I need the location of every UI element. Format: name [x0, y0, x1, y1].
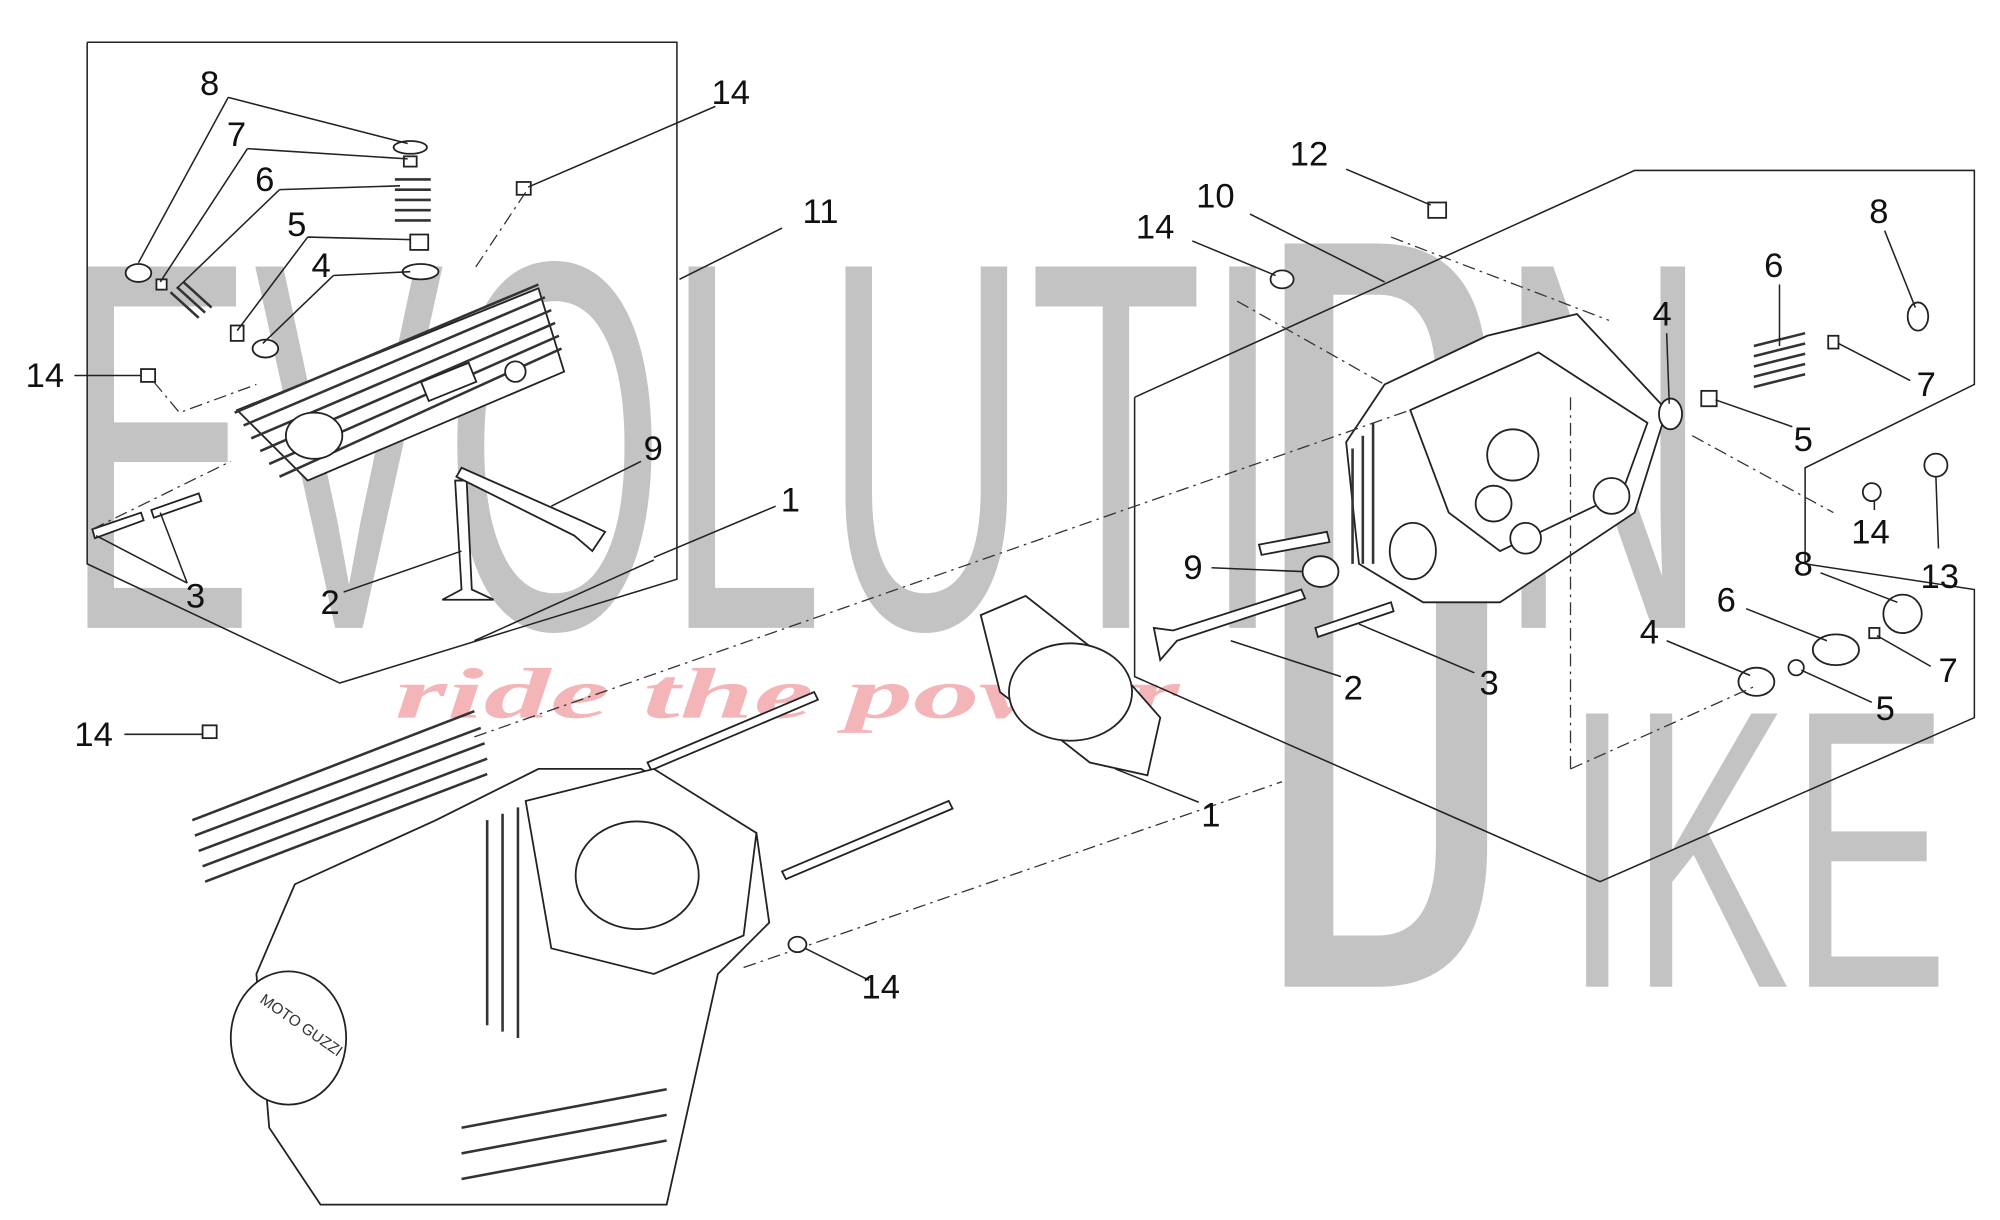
stud-bolts [646, 690, 954, 881]
right-group-frame [1133, 169, 1976, 883]
callout-4: 4 [312, 247, 331, 285]
callout-9: 9 [1183, 549, 1202, 587]
callout-14: 14 [712, 74, 750, 112]
left-group-frame [86, 41, 678, 684]
callout-3: 3 [186, 577, 205, 615]
callout-2: 2 [1344, 670, 1363, 708]
callout-12: 12 [1290, 135, 1328, 173]
callout-5: 5 [1876, 690, 1895, 728]
callout-8: 8 [200, 65, 219, 103]
callout-3: 3 [1479, 665, 1498, 703]
callout-6: 6 [1717, 581, 1736, 619]
callout-13: 13 [1921, 558, 1959, 596]
right-leader-dashes [474, 236, 1834, 969]
callout-7: 7 [1938, 652, 1957, 690]
callout-labels: 8 7 6 5 4 14 11 14 9 1 3 2 14 12 10 14 8… [26, 65, 1959, 1006]
callout-9: 9 [644, 430, 663, 468]
leader-lines [74, 96, 1940, 982]
callout-1: 1 [781, 481, 800, 519]
left-cylinder-head [234, 283, 566, 482]
callout-7: 7 [1917, 366, 1936, 404]
left-leader-dashes [92, 191, 527, 530]
callout-6: 6 [255, 161, 274, 199]
callout-2: 2 [321, 584, 340, 622]
callout-11: 11 [803, 193, 839, 231]
callout-14: 14 [74, 716, 112, 754]
callout-7: 7 [227, 116, 246, 154]
callout-5: 5 [1794, 421, 1813, 459]
callout-8: 8 [1794, 545, 1813, 583]
left-valve-parts [91, 140, 655, 642]
head-gasket [979, 594, 1162, 777]
callout-4: 4 [1640, 613, 1659, 651]
callout-5: 5 [287, 206, 306, 244]
callout-14: 14 [1136, 208, 1174, 246]
watermark-ike: IKE [1564, 628, 1949, 1072]
callout-1: 1 [1201, 797, 1220, 835]
right-valve-parts [1152, 201, 1949, 697]
callout-4: 4 [1653, 296, 1672, 334]
callout-14: 14 [26, 357, 64, 395]
engine-block: MOTO GUZZI [191, 710, 808, 1206]
callout-14: 14 [862, 968, 900, 1006]
callout-8: 8 [1869, 193, 1888, 231]
callout-6: 6 [1764, 247, 1783, 285]
callout-14: 14 [1851, 513, 1889, 551]
right-cylinder-head [1345, 312, 1668, 604]
callout-10: 10 [1196, 178, 1234, 216]
